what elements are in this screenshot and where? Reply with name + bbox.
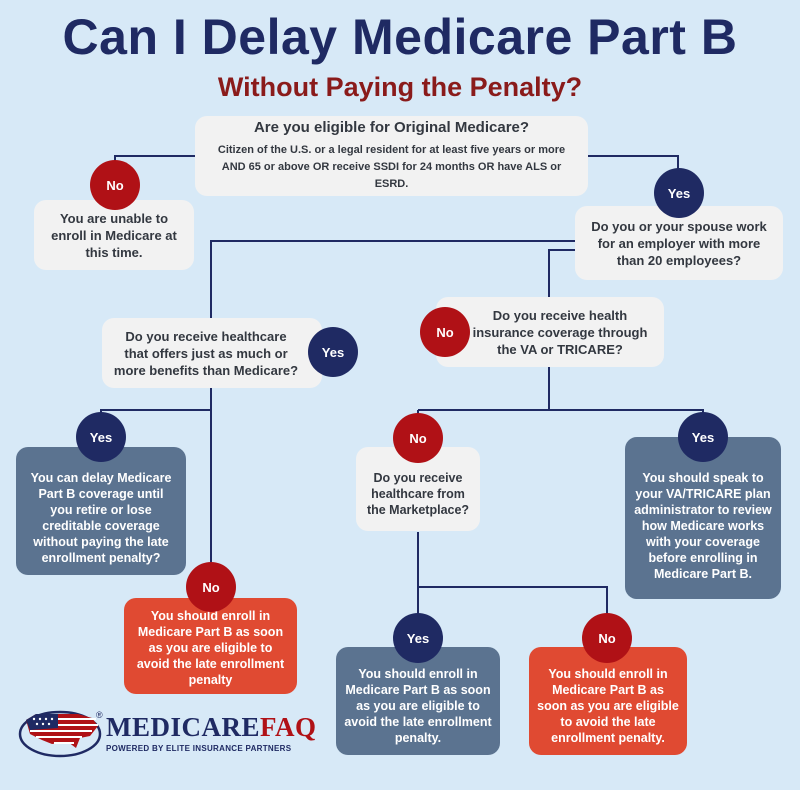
- question-employer: Do you or your spouse work for an employ…: [575, 206, 783, 280]
- logo-brand-part2: FAQ: [260, 712, 317, 742]
- question-healthcare-benefits: Do you receive healthcare that offers ju…: [102, 318, 322, 388]
- connector-employer-left: [210, 240, 575, 562]
- connector-va-branches: [418, 409, 704, 417]
- question-marketplace-text: Do you receive healthcare from the Marke…: [366, 471, 470, 517]
- no-circle-eligible: No: [90, 160, 140, 210]
- answer-va-admin-text: You should speak to your VA/TRICARE plan…: [634, 471, 772, 581]
- us-map-flag-icon: [18, 710, 102, 758]
- connector-eligible-yes: [588, 155, 679, 170]
- yes-circle-healthcare-side: Yes: [308, 327, 358, 377]
- question-eligible-detail: Citizen of the U.S. or a legal resident …: [217, 143, 566, 190]
- answer-unable-to-enroll: You are unable to enroll in Medicare at …: [34, 200, 194, 270]
- answer-enroll-mid: You should enroll in Medicare Part B as …: [336, 647, 500, 755]
- question-healthcare-text: Do you receive healthcare that offers ju…: [113, 328, 299, 378]
- logo-wordmark: MEDICAREFAQ: [106, 712, 317, 743]
- question-marketplace: Do you receive healthcare from the Marke…: [356, 447, 480, 531]
- logo-brand-part1: MEDICARE: [106, 712, 261, 742]
- page-subtitle: Without Paying the Penalty?: [217, 72, 583, 102]
- yes-circle-healthcare: Yes: [76, 412, 126, 462]
- answer-enroll-left-text: You should enroll in Medicare Part B as …: [136, 609, 285, 687]
- connector-healthcare-yes: [100, 409, 211, 417]
- no-circle-va-side: No: [420, 307, 470, 357]
- connector-marketplace-branches: [418, 586, 608, 617]
- no-circle-marketplace: No: [582, 613, 632, 663]
- answer-enroll-right-text: You should enroll in Medicare Part B as …: [537, 667, 679, 745]
- question-va-tricare: Do you receive health insurance coverage…: [436, 297, 664, 367]
- answer-va-administrator: You should speak to your VA/TRICARE plan…: [625, 437, 781, 599]
- question-eligible-title: Are you eligible for Original Medicare?: [253, 118, 530, 136]
- answer-enroll-left: You should enroll in Medicare Part B as …: [124, 598, 297, 694]
- logo-registered-mark: ®: [96, 710, 103, 720]
- question-eligible: Are you eligible for Original Medicare? …: [195, 116, 588, 196]
- answer-enroll-right: You should enroll in Medicare Part B as …: [529, 647, 687, 755]
- yes-circle-marketplace: Yes: [393, 613, 443, 663]
- answer-enroll-mid-text: You should enroll in Medicare Part B as …: [344, 667, 492, 745]
- yes-circle-eligible: Yes: [654, 168, 704, 218]
- logo-tagline: POWERED BY ELITE INSURANCE PARTNERS: [106, 744, 292, 753]
- no-circle-healthcare: No: [186, 562, 236, 612]
- medicarefaq-logo: ® MEDICAREFAQ POWERED BY ELITE INSURANCE…: [18, 700, 318, 760]
- answer-unable-text: You are unable to enroll in Medicare at …: [51, 210, 177, 260]
- no-circle-va: No: [393, 413, 443, 463]
- question-va-text: Do you receive health insurance coverage…: [472, 307, 648, 357]
- yes-circle-va: Yes: [678, 412, 728, 462]
- page-title: Can I Delay Medicare Part B: [62, 9, 738, 65]
- answer-can-delay: You can delay Medicare Part B coverage u…: [16, 447, 186, 575]
- question-employer-text: Do you or your spouse work for an employ…: [591, 218, 767, 268]
- answer-can-delay-text: You can delay Medicare Part B coverage u…: [30, 471, 172, 565]
